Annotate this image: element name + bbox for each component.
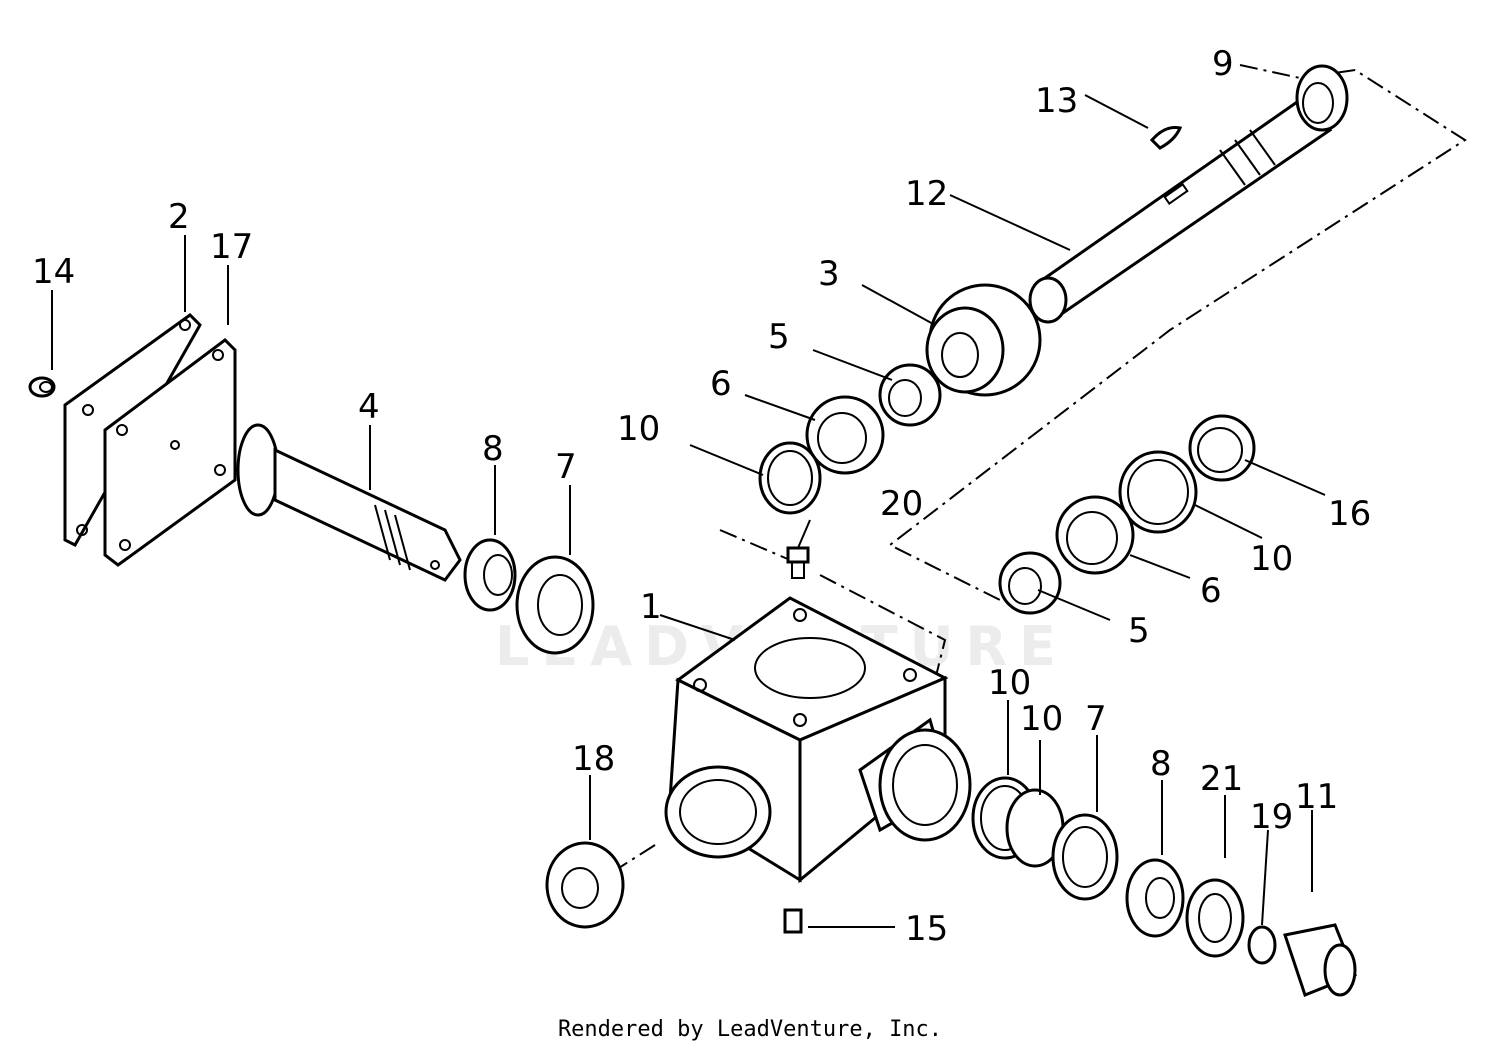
- breather-plug: [786, 546, 810, 579]
- seal-right: [1188, 414, 1256, 482]
- callout-1: 1: [640, 587, 662, 627]
- callout-15: 15: [905, 909, 948, 949]
- bearing-cone-bottom: [1125, 858, 1185, 938]
- input-shaft: [1028, 98, 1333, 324]
- bearing-cup-left: [515, 555, 595, 655]
- callout-16: 16: [1328, 494, 1371, 534]
- callout-3: 3: [818, 254, 840, 294]
- callout-21: 21: [1200, 759, 1243, 799]
- woodruff-key: [1149, 126, 1183, 150]
- callout-5-top: 5: [768, 317, 790, 357]
- callout-7-bottom: 7: [1085, 699, 1107, 739]
- callout-20: 20: [880, 484, 923, 524]
- assembly-centerlines: [599, 64, 1467, 881]
- callout-6-top: 6: [710, 364, 732, 404]
- callout-6-right: 6: [1200, 571, 1222, 611]
- callout-10-top: 10: [617, 409, 660, 449]
- callout-18: 18: [572, 739, 615, 779]
- callout-10-bottom-b: 10: [1020, 699, 1063, 739]
- washer: [1185, 878, 1245, 958]
- gasket: [103, 338, 237, 567]
- gearbox-housing: [664, 596, 972, 884]
- oil-seal-top: [1295, 64, 1349, 132]
- leader-lines: [51, 94, 1326, 928]
- bearing-cone-right: [998, 551, 1062, 615]
- callout-19: 19: [1250, 797, 1293, 837]
- drain-plug: [783, 908, 803, 934]
- callout-11: 11: [1295, 777, 1338, 817]
- snap-ring-right: [1118, 450, 1198, 534]
- callout-7-left: 7: [555, 447, 577, 487]
- bearing-cone-top: [878, 363, 942, 427]
- bearing-cup-bottom: [1051, 813, 1119, 901]
- callout-10-bottom-a: 10: [988, 663, 1031, 703]
- o-ring: [1247, 925, 1277, 965]
- callout-14: 14: [32, 252, 75, 292]
- spacer-collar: [1283, 923, 1357, 997]
- callout-9: 9: [1212, 44, 1234, 84]
- callout-labels: 1 2 3 4 5 5 6 6 7 7 8 8 9 10 10 10 10 11…: [32, 44, 1371, 949]
- footer-credit: Rendered by LeadVenture, Inc.: [557, 1017, 943, 1042]
- callout-8-left: 8: [482, 429, 504, 469]
- bearing-cup-right: [1055, 495, 1135, 575]
- callout-5-right: 5: [1128, 611, 1150, 651]
- oil-seal-bottom: [545, 841, 625, 929]
- callout-10-right: 10: [1250, 539, 1293, 579]
- bearing-cone-left: [463, 538, 517, 612]
- pipe-plug: [28, 376, 56, 398]
- callout-12: 12: [905, 174, 948, 214]
- bevel-gear: [925, 283, 1042, 397]
- pinion-shaft: [236, 423, 462, 582]
- callout-2: 2: [168, 197, 190, 237]
- bearing-cup-top: [805, 395, 885, 475]
- callout-13: 13: [1035, 81, 1078, 121]
- callout-4: 4: [358, 387, 380, 427]
- callout-8-bottom: 8: [1150, 744, 1172, 784]
- callout-17: 17: [210, 227, 253, 267]
- snap-ring-top: [758, 441, 822, 515]
